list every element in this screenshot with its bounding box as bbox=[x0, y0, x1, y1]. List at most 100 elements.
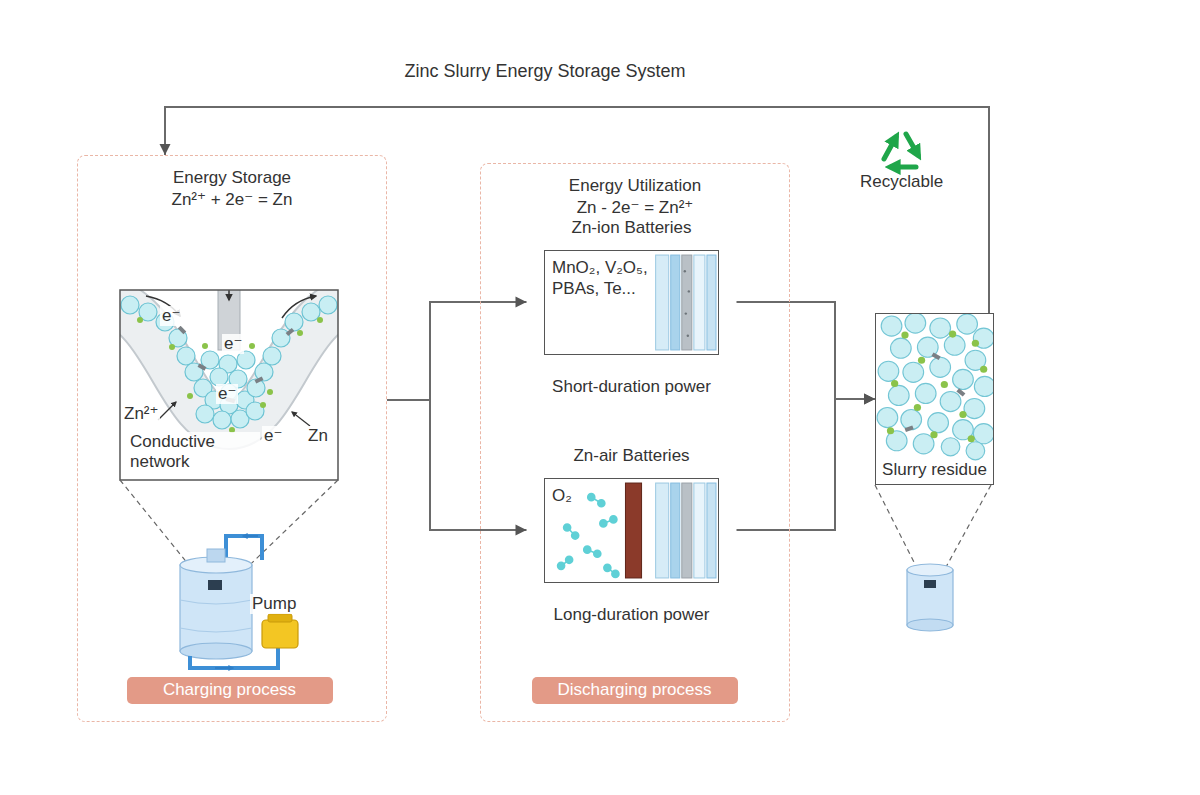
charging-tank-part bbox=[244, 535, 258, 537]
slurry-illustration-part-part bbox=[928, 413, 949, 433]
battery-box: Zn-ion Batteries MnO₂, V₂O₅, PBAs, Te...… bbox=[527, 218, 737, 397]
slurry-illustration-part-part bbox=[901, 332, 908, 339]
residue-tank-part bbox=[924, 580, 936, 588]
inset-illustration-part-part-part bbox=[169, 344, 175, 350]
connector-line bbox=[387, 400, 527, 530]
zn-air-cell-illustration-part-part bbox=[598, 499, 605, 506]
zn-ion-cell-illustration-part-part bbox=[688, 290, 690, 292]
zn-air-cell-illustration-part bbox=[694, 483, 705, 578]
reaction-equation: Zn - 2e⁻ = Zn²⁺ bbox=[481, 197, 789, 219]
flow-arrow bbox=[387, 400, 527, 536]
slurry-illustration-part-part bbox=[913, 434, 934, 454]
process-tag: Discharging process bbox=[532, 677, 738, 704]
slurry-illustration-part-part bbox=[903, 362, 924, 382]
inset-illustration-part-part-part bbox=[255, 376, 264, 383]
inset-illustration-part-part-part bbox=[317, 317, 323, 323]
slurry-illustration-part-part bbox=[877, 408, 898, 428]
zn-air-cell-illustration-part-part bbox=[558, 562, 565, 569]
slurry-illustration-part-part bbox=[918, 357, 925, 364]
arrow-head bbox=[864, 394, 875, 405]
slurry-illustration-part-part bbox=[914, 404, 921, 411]
slurry-illustration-part-part bbox=[980, 366, 987, 373]
inset-illustration-part-part-part bbox=[286, 328, 295, 336]
flow-arrow bbox=[387, 297, 527, 401]
residue-box: Slurry residue bbox=[875, 313, 994, 485]
slurry-illustration-part-part bbox=[956, 388, 965, 396]
slurry-illustration-part-part bbox=[941, 438, 960, 456]
arrow-head bbox=[160, 144, 171, 155]
zn-air-cell-illustration-part bbox=[558, 493, 619, 577]
zn-air-cell-illustration-part-part bbox=[594, 550, 601, 557]
zn-air-cell-illustration-part-part bbox=[572, 532, 579, 539]
inset-illustration-part-part-part bbox=[260, 402, 266, 408]
zn-ion-cell-illustration-part bbox=[656, 255, 669, 350]
part-name: Zn bbox=[306, 426, 330, 446]
panel-heading: Energy Storage bbox=[78, 167, 386, 189]
stage-panel: Energy UtilizationZn - 2e⁻ = Zn²⁺Zn-ion … bbox=[480, 163, 790, 722]
zn-air-cell-illustration-part-part bbox=[600, 519, 607, 526]
zn-air-cell-illustration-part bbox=[545, 479, 718, 582]
process-label: Discharging process bbox=[557, 680, 711, 700]
slurry-illustration-part-part bbox=[915, 383, 936, 403]
inset-illustration-part-part bbox=[292, 412, 310, 426]
zn-air-cell-illustration-part-part bbox=[610, 515, 617, 522]
arrow-head bbox=[516, 297, 527, 308]
slurry-illustration-part-part bbox=[959, 411, 966, 418]
slurry-illustration-part-part bbox=[878, 361, 899, 381]
inset-illustration-part-part-part bbox=[255, 363, 273, 381]
charging-tank-part bbox=[208, 580, 222, 590]
recycle-icon-part bbox=[906, 134, 918, 155]
residue-tank-part bbox=[907, 570, 953, 625]
inset-illustration-part-part-part bbox=[213, 411, 231, 429]
inset-illustration-part-part-part bbox=[178, 326, 186, 334]
electron-symbol: e⁻ bbox=[216, 384, 238, 404]
battery-box: Zn-air Batteries O₂Long-duration power bbox=[527, 446, 737, 625]
zn-ion-cell-illustration-part bbox=[694, 255, 705, 350]
charging-tank-part bbox=[215, 667, 232, 669]
inset-illustration-part bbox=[120, 290, 338, 480]
electron-symbol: e⁻ bbox=[160, 306, 182, 326]
recycle-icon-part bbox=[891, 165, 916, 170]
slurry-illustration-part-part bbox=[953, 369, 974, 389]
slurry-illustration-part-part bbox=[973, 424, 993, 444]
connector-line bbox=[737, 399, 876, 530]
recycle-icon-part bbox=[884, 137, 896, 159]
zn-ion-cell-illustration-part bbox=[682, 255, 692, 350]
inset-illustration-part bbox=[120, 290, 338, 433]
zn-air-cell-illustration-part-part bbox=[566, 556, 573, 563]
zn-air-cell-illustration-part-part bbox=[604, 564, 611, 571]
slurry-illustration-part-part bbox=[905, 314, 926, 333]
charging-tank bbox=[180, 536, 298, 668]
zn-ion-cell-illustration-part-part bbox=[687, 334, 689, 336]
slurry-illustration-part-part bbox=[949, 331, 956, 338]
zn-ion-cell-illustration-part bbox=[671, 255, 680, 350]
charging-tank-part bbox=[262, 620, 298, 648]
slurry-illustration-part-part bbox=[890, 338, 911, 358]
charging-tank-part bbox=[180, 565, 252, 651]
annotation: Recyclable bbox=[858, 172, 945, 192]
slurry-illustration-part-part bbox=[966, 442, 985, 460]
battery-frame: MnO₂, V₂O₅, PBAs, Te... bbox=[544, 250, 719, 355]
electron-symbol: e⁻ bbox=[222, 334, 244, 354]
zn-air-cell-illustration-part bbox=[707, 483, 716, 578]
inset-illustration-part-part-part bbox=[319, 296, 337, 314]
connector-line bbox=[387, 302, 527, 400]
zn-air-cell-illustration-part bbox=[671, 483, 680, 578]
charging-tank-part bbox=[207, 549, 225, 562]
flow-arrow bbox=[160, 107, 990, 313]
slurry-illustration-part-part bbox=[968, 435, 975, 442]
duration-caption: Short-duration power bbox=[527, 377, 737, 397]
inset-illustration-part-part-part bbox=[267, 389, 273, 395]
inset-illustration-part-part bbox=[158, 402, 176, 420]
inset-illustration-part-part-part bbox=[177, 347, 195, 365]
process-tag: Charging process bbox=[127, 677, 333, 704]
zn-air-cell-illustration-part bbox=[656, 483, 669, 578]
slurry-illustration-part-part bbox=[930, 431, 937, 438]
slurry-illustration-part-part bbox=[972, 340, 979, 347]
residue-tank-part bbox=[907, 619, 953, 631]
inset-illustration-part-part-part bbox=[198, 363, 207, 370]
slurry-illustration-part bbox=[877, 314, 993, 460]
inset-illustration-part-part-part bbox=[196, 405, 214, 423]
inset-illustration-part-part bbox=[282, 296, 316, 318]
